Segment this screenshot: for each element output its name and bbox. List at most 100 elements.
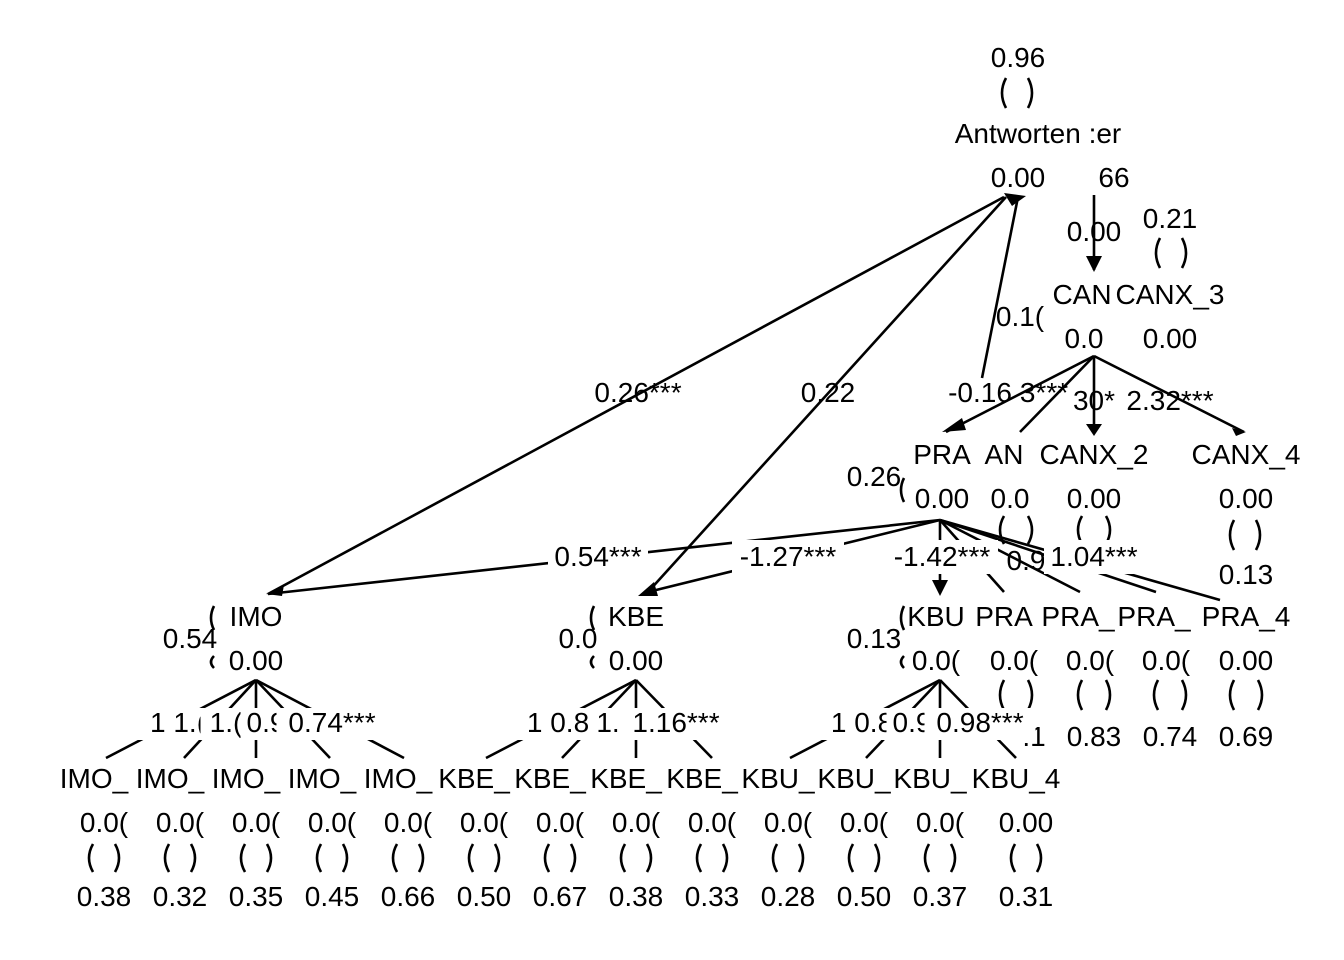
indicator-intercept: 0.0(: [460, 807, 509, 838]
label-antworten: Antworten :er: [955, 118, 1122, 149]
path-pra-imo: 0.54***: [554, 541, 641, 572]
indicator-variance: 0.45: [305, 881, 360, 912]
indicator-variance-arc: [391, 843, 425, 873]
indicator-label: IMO_: [288, 763, 357, 794]
node-anx: AN 0.0: [985, 439, 1030, 514]
label-canx3: CANX_3: [1116, 279, 1225, 310]
indicator-variance: 0.38: [77, 881, 132, 912]
indicator-variance-arc: [239, 843, 273, 873]
node-antworten: 0.96 Antworten :er 0.00: [955, 42, 1122, 193]
label-pra3: PRA_: [1117, 601, 1191, 632]
indicator-label: KBU_4: [972, 763, 1061, 794]
variance-arc-pra4: [1228, 679, 1264, 711]
node-pra2: PRA_ 0.0( 0.83: [1041, 601, 1121, 752]
loading-label-backdrop: [590, 708, 626, 740]
indicator-variance: 0.66: [381, 881, 436, 912]
indicator-intercept: 0.0(: [308, 807, 357, 838]
indicator-label: KBU_: [741, 763, 815, 794]
indicator-label: IMO_: [136, 763, 205, 794]
intercept-canx1: 0.0: [1065, 323, 1104, 354]
variance-arc-kbe: [589, 605, 596, 669]
variance-arc-pra2: [1076, 679, 1112, 711]
indicator-intercept: 0.0(: [384, 807, 433, 838]
path-pra-antworten: -0.16: [948, 377, 1012, 408]
path-pra-kbe: -1.27***: [740, 541, 837, 572]
arrowhead-kbe: [638, 582, 658, 596]
indicator-intercept: 0.0(: [232, 807, 281, 838]
variance-arc-antworten: [1000, 77, 1034, 109]
loading-label-kbu: 1 0.8: [831, 707, 893, 738]
intercept-antworten: 0.00: [991, 162, 1046, 193]
intercept-canx3: 0.00: [1143, 323, 1198, 354]
regression-arrowheads: [266, 193, 1246, 596]
variance-imo: 0.54: [163, 623, 218, 654]
indicator-node: KBU_0.0(0.50: [817, 763, 891, 912]
variance-arc-canx4: [1228, 519, 1262, 551]
label-canx4: CANX_4: [1192, 439, 1301, 470]
indicator-node: IMO_ 0.0( 0.45: [288, 763, 359, 912]
node-pra3: PRA_ 0.0( 0.74: [1117, 601, 1197, 752]
indicator-variance-arc: [467, 843, 501, 873]
indicator-node: IMO_0.0(0.38: [60, 763, 131, 912]
indicator-variance-arc: [543, 843, 577, 873]
indicator-variance: 0.38: [609, 881, 664, 912]
path-canx-load-4: 2.32***: [1126, 385, 1213, 416]
label-pra: PRA: [913, 439, 971, 470]
label-canx2: CANX_2: [1040, 439, 1149, 470]
indicator-node: KBU_40.000.31: [972, 763, 1061, 912]
label-canx1: CAN: [1052, 279, 1111, 310]
loading-label-kbu: 0.98***: [936, 707, 1023, 738]
indicator-intercept: 0.0(: [536, 807, 585, 838]
indicator-intercept: 0.00: [999, 807, 1054, 838]
indicator-label: IMO_: [212, 763, 281, 794]
loading-label-kbe: 1 0.8: [527, 707, 589, 738]
arrowhead-antworten: [1004, 193, 1026, 206]
indicator-node: KBE_0.0(0.67: [514, 763, 587, 912]
arrowhead-pra: [942, 418, 966, 432]
covariance-label: 66: [1098, 162, 1129, 193]
indicator-variance-arc: [87, 843, 121, 873]
indicator-node: IMO_0.0(0.35: [212, 763, 283, 912]
indicator-intercept: 0.0(: [688, 807, 737, 838]
loading-label-backdrop: [620, 708, 732, 740]
edge-pra-antworten: [980, 196, 1020, 379]
label-pra4: PRA_4: [1202, 601, 1291, 632]
indicator-node: KBU_0.0(0.28: [741, 763, 815, 912]
variance-arc-anx: [998, 515, 1034, 545]
arrowhead-canx4: [1232, 428, 1246, 436]
loading-label-backdrop: [276, 708, 388, 740]
intercept-kbe: 0.00: [609, 645, 664, 676]
indicator-variance-arc: [771, 843, 805, 873]
edge-pra-pra2: [939, 518, 1081, 594]
label-kbu: KBU: [907, 601, 965, 632]
intercept-pra1: 0.0(: [990, 645, 1039, 676]
node-imo: 0.54 IMO 0.00: [163, 601, 284, 676]
arrowhead-canx2: [1086, 424, 1102, 436]
label-imo: IMO: [230, 601, 283, 632]
label-pra1: PRA: [975, 601, 1033, 632]
indicator-variance-arc: [695, 843, 729, 873]
intercept-pra: 0.00: [915, 483, 970, 514]
node-pra4: PRA_4 0.00 0.69: [1202, 601, 1291, 752]
intercept-kbu: 0.0(: [912, 645, 961, 676]
loading-label-backdrop: [517, 708, 599, 740]
variance-antworten: 0.96: [991, 42, 1046, 73]
indicator-intercept: 0.0(: [612, 807, 661, 838]
arrowhead-kbu: [932, 580, 948, 596]
intercept-pra4: 0.00: [1219, 645, 1274, 676]
indicator-variance-arc: [315, 843, 349, 873]
edge-canx-anx: [1019, 355, 1095, 433]
variance-arc-imo: [209, 605, 216, 669]
node-pra1: PRA 0.0( .1: [975, 601, 1045, 752]
path-labels-middle: 0.54*** -1.27*** -1.42*** 0.9 1.04***: [548, 540, 1144, 576]
variance-canx3: 0.21: [1143, 203, 1198, 234]
indicator-node: IMO_0.0(0.66: [364, 763, 435, 912]
variance-arc-pra: [899, 477, 906, 503]
variance-arc-pra1: [998, 679, 1034, 711]
loading-label-imo: 1.(: [210, 707, 243, 738]
label-pra2: PRA_: [1041, 601, 1115, 632]
intercept-canx2: 0.00: [1067, 483, 1122, 514]
variance-kbu: 0.13: [847, 623, 902, 654]
indicator-label: KBU_: [893, 763, 967, 794]
